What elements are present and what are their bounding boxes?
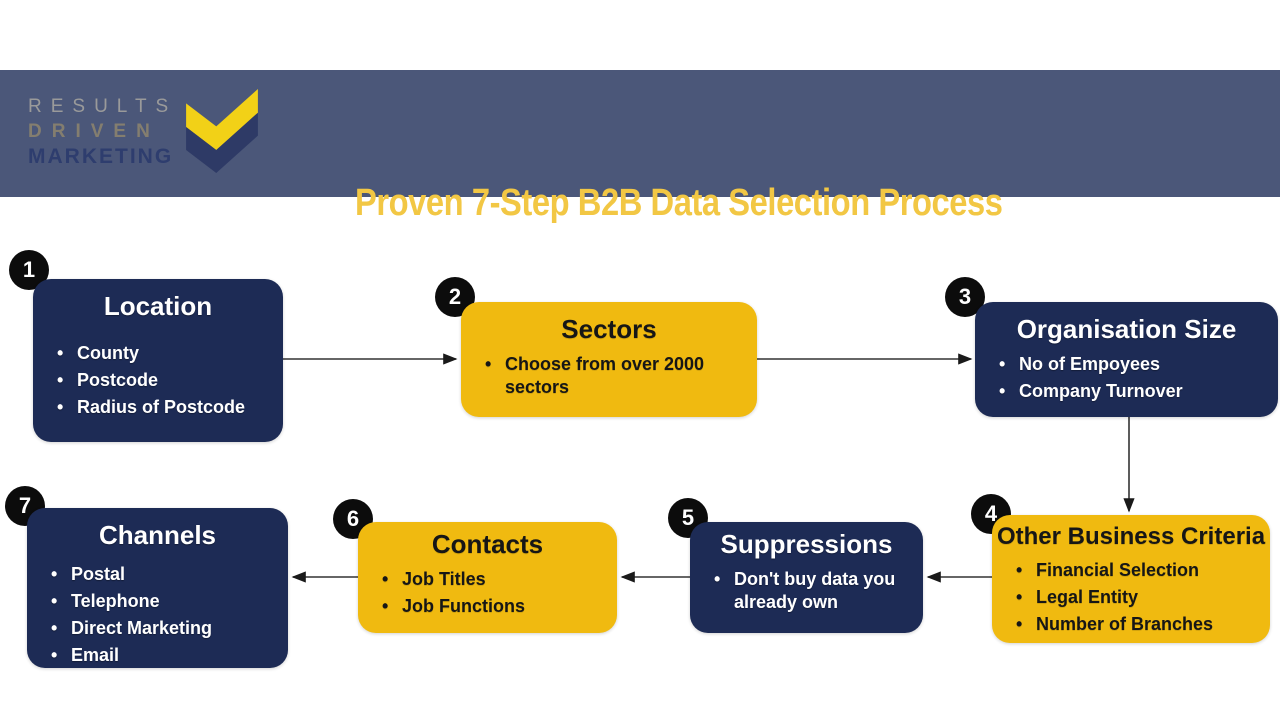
step-title: Sectors — [561, 314, 657, 344]
bullet-item: Direct Marketing — [49, 617, 280, 640]
step-title: Contacts — [431, 529, 544, 559]
company-logo: RESULTS DRIVEN MARKETING — [28, 94, 177, 170]
bullet-item: Company Turnover — [997, 380, 1270, 403]
bullet-item: Email — [49, 644, 280, 667]
step-box-3-organisation-size: Organisation Size No of Empoyees Company… — [975, 302, 1278, 417]
step-box-6-contacts: Contacts Job Titles Job Functions — [358, 522, 617, 633]
logo-double-chevron-icon — [186, 89, 258, 173]
step-box-7-channels: Channels Postal Telephone Direct Marketi… — [27, 508, 288, 668]
step-bullets: Choose from over 2000 sectors — [461, 353, 757, 399]
step-box-2-sectors: Sectors Choose from over 2000 sectors — [461, 302, 757, 417]
step-bullets: Job Titles Job Functions — [358, 568, 617, 618]
step-bullets: No of Empoyees Company Turnover — [975, 353, 1278, 403]
step-title: Suppressions — [720, 529, 893, 559]
step-bullets: Financial Selection Legal Entity Number … — [992, 559, 1270, 636]
step-bullets: Postal Telephone Direct Marketing Email — [27, 563, 288, 667]
step-box-1-location: Location County Postcode Radius of Postc… — [33, 279, 283, 442]
step-bullets: Don't buy data you already own — [690, 568, 923, 614]
step-box-5-suppressions: Suppressions Don't buy data you already … — [690, 522, 923, 633]
step-title: Organisation Size — [1016, 314, 1237, 344]
bullet-item: No of Empoyees — [997, 353, 1270, 376]
bullet-item: Number of Branches — [1014, 613, 1262, 636]
bullet-item: Postal — [49, 563, 280, 586]
logo-text-marketing: MARKETING — [28, 145, 174, 168]
bullet-item: Legal Entity — [1014, 586, 1262, 609]
header-band: RESULTS DRIVEN MARKETING Proven 7-Step B… — [0, 70, 1280, 224]
logo-text-results: RESULTS — [28, 96, 178, 117]
step-number-badge-3: 3 — [945, 277, 985, 317]
step-title: Channels — [98, 520, 217, 550]
bullet-item: Telephone — [49, 590, 280, 613]
step-number-badge-7: 7 — [5, 486, 45, 526]
bullet-item: Choose from over 2000 sectors — [483, 353, 749, 399]
bullet-item: Don't buy data you already own — [712, 568, 915, 614]
page-title: Proven 7-Step B2B Data Selection Process — [355, 182, 1003, 224]
step-title: Location — [103, 291, 213, 321]
step-title: Other Business Criteria — [996, 523, 1266, 550]
step-bullets: County Postcode Radius of Postcode — [33, 342, 283, 419]
bullet-item: Postcode — [55, 369, 275, 392]
bullet-item: Job Functions — [380, 595, 609, 618]
bullet-item: Radius of Postcode — [55, 396, 275, 419]
logo-text-driven: DRIVEN — [28, 121, 160, 142]
bullet-item: County — [55, 342, 275, 365]
step-box-4-other-business-criteria: Other Business Criteria Financial Select… — [992, 515, 1270, 643]
bullet-item: Job Titles — [380, 568, 609, 591]
bullet-item: Financial Selection — [1014, 559, 1262, 582]
